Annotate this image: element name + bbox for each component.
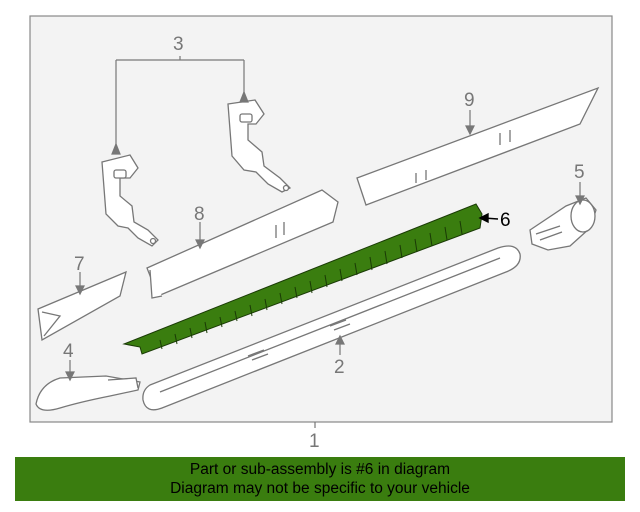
- callout-4: 4: [63, 341, 74, 362]
- callout-8: 8: [194, 204, 205, 225]
- callout-2: 2: [334, 357, 345, 378]
- part-4-end-cap[interactable]: [35, 375, 141, 411]
- part-8-molding[interactable]: [146, 189, 339, 299]
- callout-9: 9: [464, 90, 475, 111]
- part-3-bracket-left[interactable]: [101, 154, 159, 247]
- callout-3: 3: [173, 34, 184, 55]
- banner-line-1: Part or sub-assembly is #6 in diagram: [189, 461, 451, 478]
- part-2-step-bar[interactable]: [142, 245, 521, 411]
- callout-6: 6: [500, 210, 511, 231]
- part-5-clip[interactable]: [529, 197, 597, 251]
- part-3-bracket-right[interactable]: [227, 99, 292, 193]
- part-6-highlight[interactable]: [122, 203, 483, 355]
- part-7-cap[interactable]: [37, 270, 127, 342]
- callout-1: 1: [309, 431, 320, 452]
- part-6-step-pad[interactable]: [122, 203, 483, 355]
- callout-7: 7: [74, 254, 85, 275]
- callout-5: 5: [574, 162, 585, 183]
- info-banner: Part or sub-assembly is #6 in diagram Di…: [15, 457, 625, 501]
- leader-line-6: [478, 212, 499, 224]
- part-9-molding[interactable]: [356, 86, 600, 206]
- banner-line-2: Diagram may not be specific to your vehi…: [170, 480, 470, 497]
- leader-lines: [65, 56, 585, 428]
